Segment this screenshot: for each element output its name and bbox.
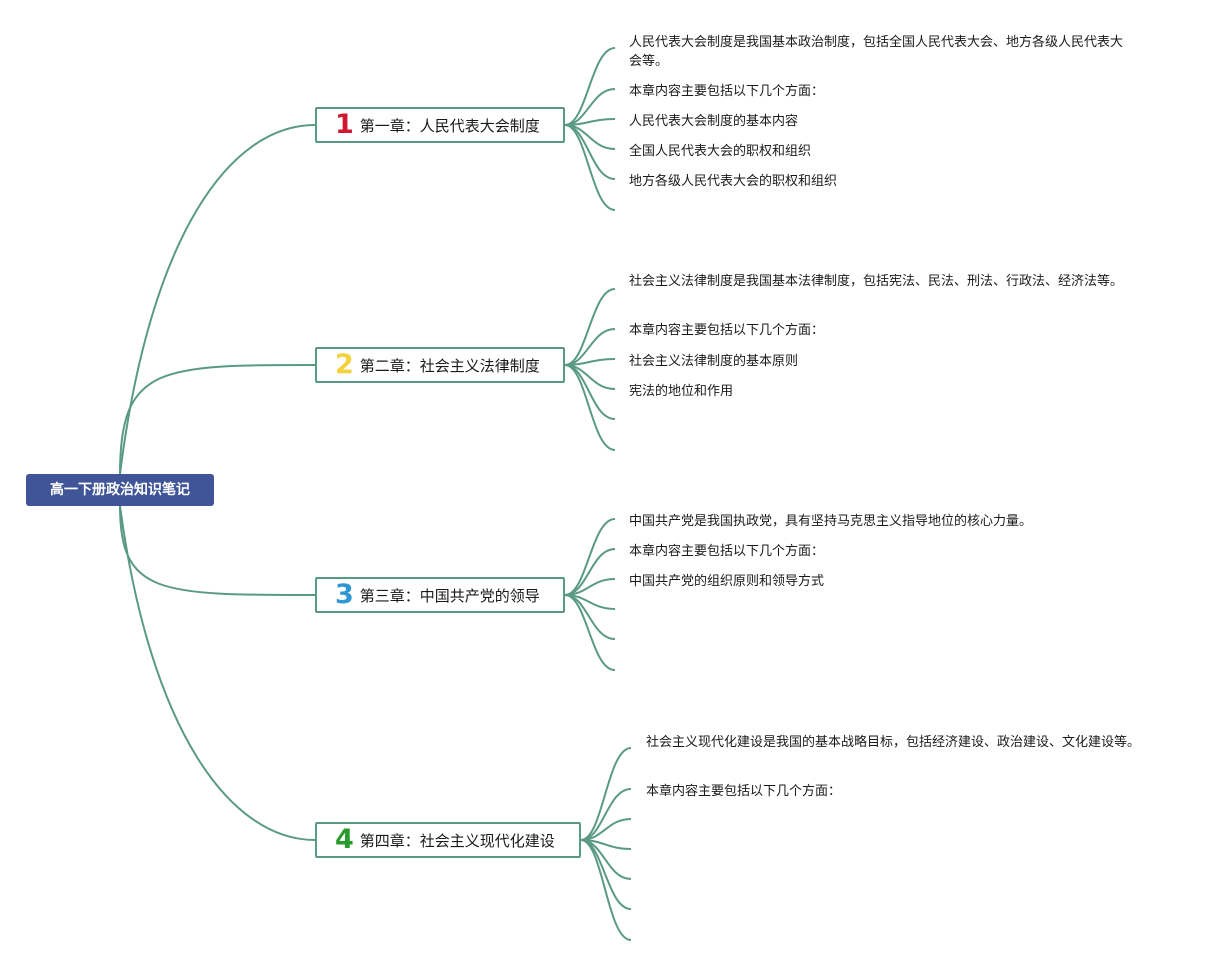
note-1-4[interactable]: 全国人民代表大会的职权和组织 (629, 144, 812, 159)
note-connector-1-6 (564, 124, 616, 211)
note-4-2[interactable]: 本章内容主要包括以下几个方面： (646, 784, 842, 799)
note-2-3[interactable]: 社会主义法律制度的基本原则 (629, 354, 799, 369)
note-1-2[interactable]: 本章内容主要包括以下几个方面： (629, 84, 825, 99)
note-3-1[interactable]: 中国共产党是我国执政党，具有坚持马克思主义指导地位的核心力量。 (629, 514, 1033, 529)
chapter-node-1[interactable]: 1 第一章：人民代表大会制度 (315, 107, 565, 143)
root-connector-4 (119, 505, 316, 841)
note-1-3[interactable]: 人民代表大会制度的基本内容 (629, 114, 799, 129)
note-connector-4-1 (580, 747, 632, 841)
chapter-title-3: 第三章：中国共产党的领导 (359, 586, 540, 605)
note-2-1[interactable]: 社会主义法律制度是我国基本法律制度，包括宪法、民法、刑法、行政法、经济法等。 (629, 274, 1124, 289)
note-connector-4-2 (580, 788, 632, 841)
note-1-5[interactable]: 地方各级人民代表大会的职权和组织 (629, 174, 838, 189)
note-4-1[interactable]: 社会主义现代化建设是我国的基本战略目标，包括经济建设、政治建设、文化建设等。 (646, 735, 1141, 750)
note-3-3[interactable]: 中国共产党的组织原则和领导方式 (629, 574, 825, 589)
root-connector-3 (119, 505, 316, 596)
root-connector-2 (119, 364, 316, 475)
chapter-node-3[interactable]: 3 第三章：中国共产党的领导 (315, 577, 565, 613)
note-connector-1-1 (564, 47, 616, 126)
chapter-number-1-icon: 1 (335, 108, 354, 140)
note-connector-4-6 (580, 839, 632, 910)
root-connector-1 (119, 124, 316, 475)
chapter-node-2[interactable]: 2 第二章：社会主义法律制度 (315, 347, 565, 383)
note-1-1[interactable]: 人民代表大会制度是我国基本政治制度，包括全国人民代表大会、地方各级人民代表大会等… (629, 35, 1124, 69)
chapter-number-4-icon: 4 (335, 823, 354, 855)
note-2-4[interactable]: 宪法的地位和作用 (629, 384, 734, 399)
note-connector-4-7 (580, 839, 632, 941)
chapter-title-1: 第一章：人民代表大会制度 (359, 116, 540, 135)
chapter-node-4[interactable]: 4 第四章：社会主义现代化建设 (315, 822, 581, 858)
note-connector-3-1 (564, 518, 616, 596)
root-topic[interactable]: 高一下册政治知识笔记 (26, 474, 214, 506)
note-2-2[interactable]: 本章内容主要包括以下几个方面： (629, 323, 825, 338)
chapter-title-2: 第二章：社会主义法律制度 (359, 356, 540, 375)
chapter-number-2-icon: 2 (335, 348, 354, 380)
note-connector-2-6 (564, 364, 616, 451)
note-connector-3-6 (564, 594, 616, 671)
chapter-number-3-icon: 3 (335, 578, 354, 610)
note-connector-2-1 (564, 288, 616, 366)
note-3-2[interactable]: 本章内容主要包括以下几个方面： (629, 544, 825, 559)
chapter-title-4: 第四章：社会主义现代化建设 (359, 831, 555, 850)
